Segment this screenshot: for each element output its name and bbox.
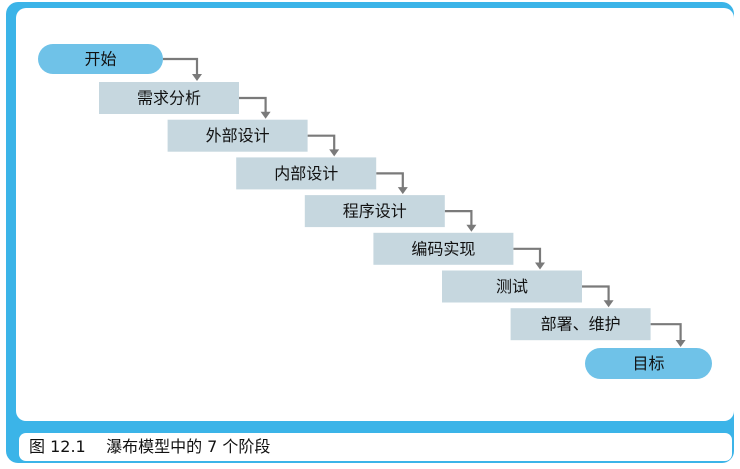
arrow-down-icon	[397, 187, 408, 195]
arrow-down-icon	[192, 74, 202, 81]
arrow-down-icon	[675, 340, 686, 347]
arrow-down-icon	[260, 111, 271, 119]
stage-box-1	[99, 82, 239, 114]
connector-line	[444, 210, 473, 227]
arrow-down-icon	[535, 262, 545, 270]
stage-label: 部署、维护	[541, 315, 621, 334]
stage-box-6	[442, 270, 582, 303]
stage-box-2	[167, 119, 308, 152]
figure-caption: 图 12.1 瀑布模型中的 7 个阶段	[19, 433, 732, 461]
stage-box-5	[373, 232, 514, 265]
connector-line	[239, 96, 267, 114]
connector-line	[650, 323, 682, 342]
stage-label: 需求分析	[137, 89, 201, 108]
stage-box-4	[304, 195, 445, 228]
start-node	[38, 44, 163, 74]
end-label: 目标	[632, 354, 664, 373]
stage-label: 外部设计	[206, 126, 270, 145]
arrow-down-icon	[603, 300, 614, 308]
stage-label: 程序设计	[343, 202, 407, 221]
connector-line	[307, 134, 336, 152]
start-label: 开始	[84, 50, 116, 69]
end-node	[585, 348, 712, 379]
stage-label: 测试	[496, 277, 528, 296]
figure-number: 图 12.1	[29, 437, 86, 456]
connector-line	[376, 172, 404, 190]
stage-box-3	[236, 157, 377, 190]
arrow-down-icon	[329, 149, 340, 157]
connector-line	[163, 57, 199, 76]
caption-text: 瀑布模型中的 7 个阶段	[106, 437, 271, 456]
connector-line	[513, 247, 542, 265]
stage-label: 内部设计	[274, 164, 338, 183]
stage-box-7	[510, 308, 651, 341]
stage-label: 编码实现	[411, 239, 475, 258]
connector-line	[582, 285, 610, 303]
arrow-down-icon	[466, 224, 477, 232]
